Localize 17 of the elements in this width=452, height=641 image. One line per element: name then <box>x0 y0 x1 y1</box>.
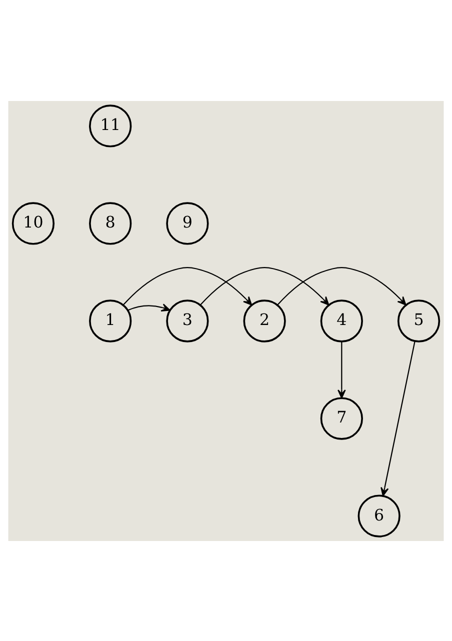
node-circle: 7 <box>320 396 363 440</box>
arrow <box>122 266 252 305</box>
node-circle: 10 <box>12 202 55 244</box>
node-circle: 3 <box>166 299 209 342</box>
node-circle: 4 <box>320 299 363 342</box>
node-circle: 5 <box>397 299 440 342</box>
node-circle: 6 <box>358 494 400 537</box>
node-circle: 1 <box>89 299 132 342</box>
arrow <box>200 266 330 305</box>
arrow <box>380 340 416 496</box>
arrow <box>338 341 346 398</box>
node-circle: 2 <box>243 299 286 342</box>
node-circle: 11 <box>89 104 132 147</box>
node-circle: 9 <box>166 202 209 244</box>
arrow <box>128 303 170 311</box>
node-circle: 8 <box>89 202 132 244</box>
arrow <box>277 266 406 305</box>
